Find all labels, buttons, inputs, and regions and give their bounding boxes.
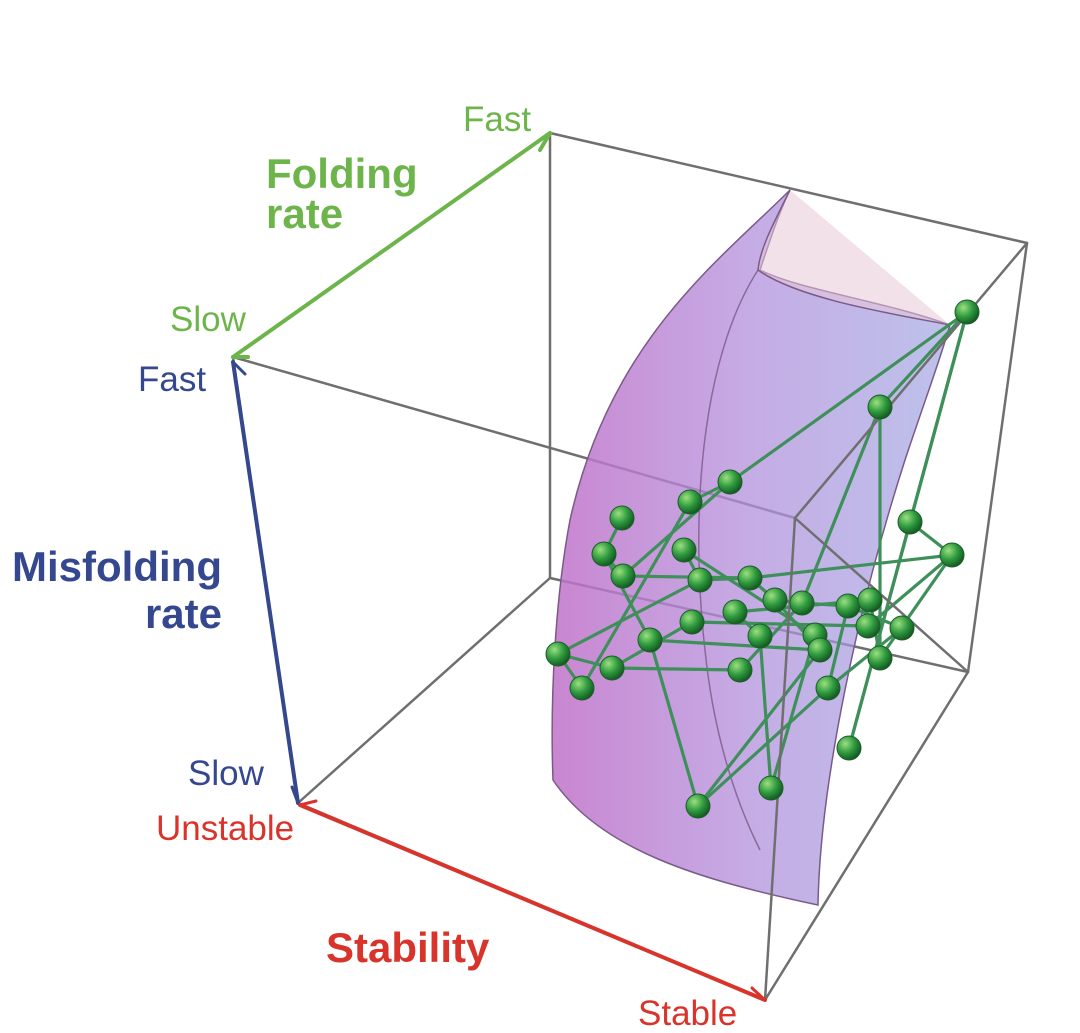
network-node: [789, 590, 815, 616]
network-node: [815, 675, 841, 701]
network-node: [599, 655, 625, 681]
network-edge: [769, 633, 817, 790]
network-node: [762, 587, 788, 613]
network-node: [722, 599, 748, 625]
network-node: [610, 563, 636, 589]
network-edge: [621, 480, 732, 578]
folding-rate-fast-label: Fast: [463, 100, 531, 139]
misfolding-rate-slow-label: Slow: [188, 754, 265, 793]
box-edge: [793, 241, 1029, 520]
stability-axis: [298, 799, 767, 1002]
network-node: [836, 735, 862, 761]
network-node: [687, 567, 713, 593]
folding-rate-arrow-tick: [538, 131, 552, 152]
network-edge: [696, 648, 822, 808]
network-edge: [826, 604, 850, 690]
folding-rate-slow-label: Slow: [170, 300, 247, 339]
misfolding-rate-title-line1: Misfolding: [12, 543, 222, 590]
network-node: [569, 675, 595, 701]
network-edge: [648, 638, 822, 652]
network-node: [867, 394, 893, 420]
network-node: [737, 565, 763, 591]
box-edge: [966, 241, 1029, 674]
network-edge: [866, 553, 954, 628]
network-edge: [878, 310, 969, 409]
network-edge: [826, 626, 904, 690]
network-node: [807, 637, 833, 663]
network-node: [717, 469, 743, 495]
stability-unstable-label: Unstable: [156, 809, 294, 848]
network-node: [679, 609, 705, 635]
network-edge: [696, 686, 830, 808]
network-node: [591, 541, 617, 567]
folding-rate-title-line1: Folding: [266, 150, 418, 197]
misfolding-rate-axis: [231, 360, 300, 805]
surface-top-ridge: [757, 189, 951, 326]
network-node: [939, 542, 965, 568]
network-node: [758, 775, 784, 801]
box-edge: [548, 131, 1029, 245]
network-node: [889, 615, 915, 641]
stability-title: Stability: [326, 924, 490, 971]
network-edge: [610, 666, 742, 672]
network-edge: [602, 552, 652, 642]
stability-axis-line: [298, 803, 767, 1002]
box-edge: [763, 516, 797, 1002]
network-node: [897, 509, 923, 535]
network-node: [727, 657, 753, 683]
network-node: [671, 537, 697, 563]
network-edge: [556, 578, 702, 656]
network-edge: [847, 520, 912, 750]
box-edge: [793, 516, 970, 674]
stability-arrow-tick: [750, 986, 767, 1002]
misfolding-rate-axis-line: [231, 360, 300, 805]
folding-surface: [551, 189, 951, 906]
network-node: [835, 593, 861, 619]
misfolding-rate-arrow-tick: [290, 785, 300, 805]
stability-arrow-tick: [298, 799, 318, 807]
stability-stable-label: Stable: [638, 994, 737, 1033]
network-node: [609, 505, 635, 531]
misfolding-rate-title-line2: rate: [145, 590, 222, 637]
folding-rate-title-line2: rate: [266, 190, 343, 237]
network-edge: [878, 553, 954, 660]
box-edge: [296, 576, 552, 805]
network-node: [855, 613, 881, 639]
network-node: [857, 587, 883, 613]
network-node: [637, 627, 663, 653]
network-node: [677, 489, 703, 515]
misfolding-rate-arrow-tick: [231, 360, 247, 376]
network-node: [685, 793, 711, 819]
network-edge: [690, 620, 870, 628]
network-node: [867, 645, 893, 671]
network-edge: [580, 500, 692, 690]
network-node: [954, 299, 980, 325]
network-edge: [758, 634, 773, 790]
folding-rate-axis-line: [231, 131, 552, 359]
network-node: [747, 623, 773, 649]
box-edge: [763, 670, 970, 1002]
network-edge: [728, 310, 969, 484]
network-node: [545, 641, 571, 667]
misfolding-rate-fast-label: Fast: [138, 360, 206, 399]
folding-rate-axis: [231, 131, 552, 359]
network-nodes: [545, 299, 980, 819]
